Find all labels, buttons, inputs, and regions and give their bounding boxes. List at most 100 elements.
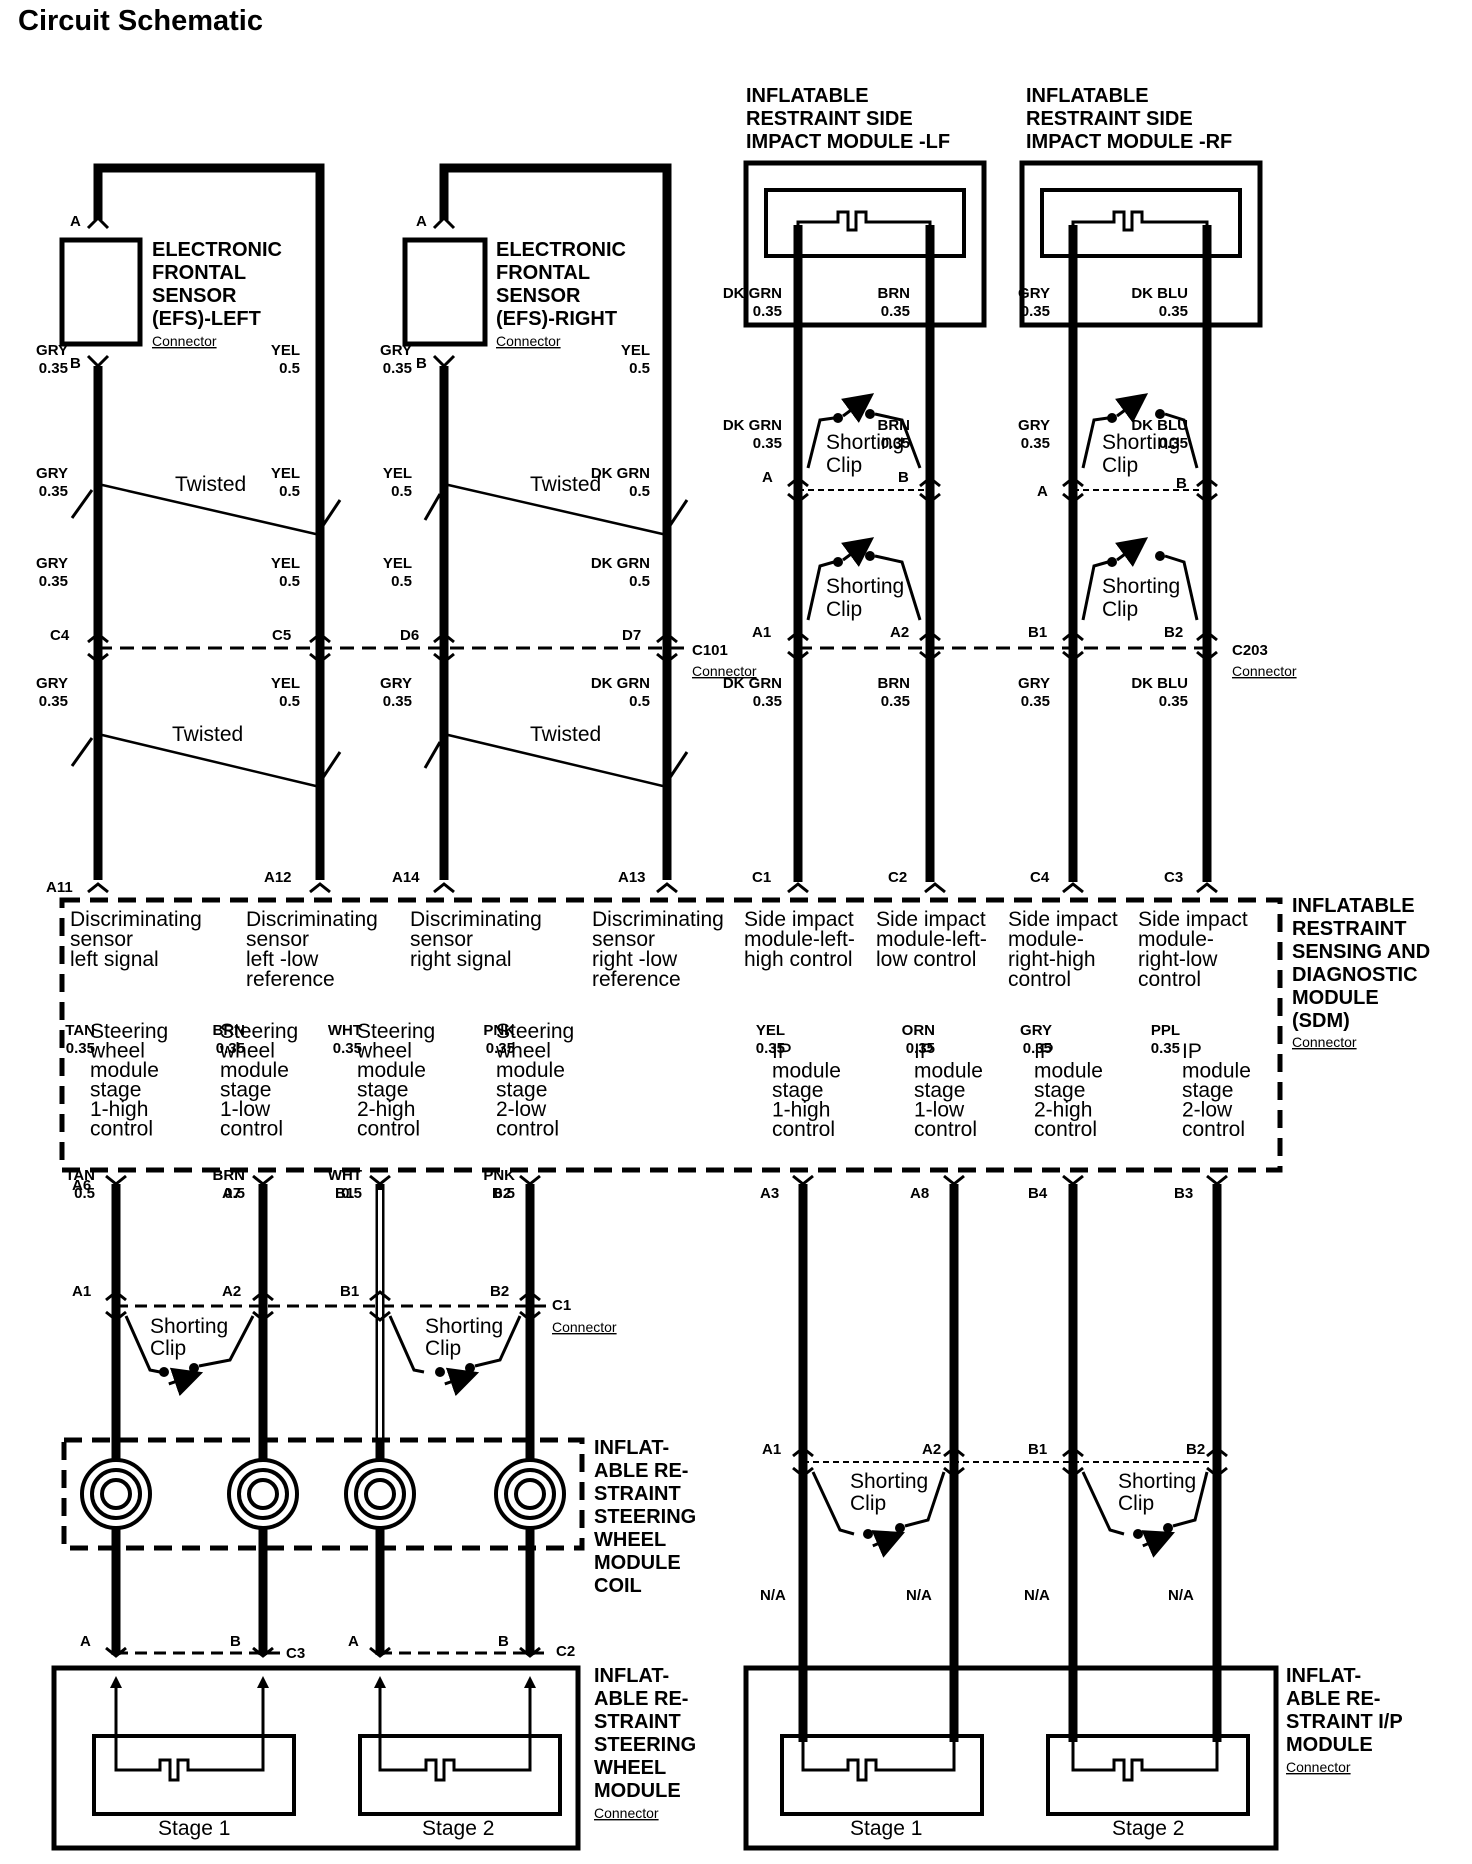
- wire-gauge-label: 0.35: [216, 1040, 245, 1057]
- shorting-clip: Shorting Clip: [1081, 537, 1199, 621]
- shorting-clip-label: Clip: [425, 1337, 461, 1360]
- stage2-label: Stage 2: [1112, 1817, 1184, 1840]
- connector-caption: Connector: [1232, 663, 1297, 679]
- wire-gauge-label: 0.35: [39, 483, 68, 500]
- wire-color-label: WHT: [328, 1167, 362, 1184]
- sdm-signal-label: control: [1182, 1118, 1245, 1141]
- wire-color-label: BRN: [213, 1022, 246, 1039]
- sdm-signal-label: stage: [90, 1079, 141, 1102]
- side-rf-label-1: INFLATABLE: [1026, 85, 1149, 107]
- sdm-signal-label: Side impact: [1008, 908, 1118, 931]
- stage1-box: [92, 1734, 296, 1816]
- wire-color-label: GRY: [36, 342, 68, 359]
- sdm-top-pin-marks: [87, 882, 1218, 894]
- sdm-signal-label: wheel: [356, 1040, 412, 1063]
- shorting-clip-label: Clip: [1102, 454, 1138, 477]
- wire-gauge-label: 0.5: [629, 693, 650, 710]
- pin-label: B4: [1028, 1185, 1048, 1202]
- pin-label: A: [1037, 483, 1048, 500]
- pin-label: B2: [1164, 624, 1183, 641]
- pin-label: B: [70, 355, 81, 372]
- stage2-box: [358, 1734, 562, 1816]
- wire-gauge-label: 0.35: [1021, 435, 1050, 452]
- sdm-module-box: [59, 897, 1283, 1173]
- sdm-signal-label: Side impact: [1138, 908, 1248, 931]
- stage1-label: Stage 1: [850, 1817, 922, 1840]
- wire-gauge-label: 0.5: [279, 693, 300, 710]
- sdm-signal-label: module: [772, 1060, 841, 1083]
- sdm-label-4: DIAGNOSTIC: [1292, 964, 1418, 986]
- steering-wheel-circuit: A1 A2 B1 B2 C1 Connector Shorting Clip S…: [51, 1184, 696, 1851]
- shorting-clip-label: Shorting: [1118, 1470, 1196, 1493]
- shorting-clip-label: Shorting: [1102, 575, 1180, 598]
- sw-coil-box: [61, 1437, 585, 1551]
- efs-left-label-4: (EFS)-LEFT: [152, 308, 261, 330]
- wire-color-label: DK GRN: [723, 285, 782, 302]
- sdm-signal-label: module-: [1138, 928, 1214, 951]
- sdm-label-3: SENSING AND: [1292, 941, 1430, 963]
- wire-color-label: YEL: [271, 555, 300, 572]
- na-label: N/A: [760, 1587, 786, 1604]
- wire-color-label: DK GRN: [723, 675, 782, 692]
- wire-gauge-label: 0.35: [486, 1040, 515, 1057]
- shorting-clip-label: Clip: [150, 1337, 186, 1360]
- pin-label: A6: [72, 1177, 91, 1194]
- sdm-signal-label: sensor: [70, 928, 133, 951]
- wire-gauge-label: 0.5: [494, 1185, 515, 1202]
- wire-gauge-label: 0.35: [1021, 303, 1050, 320]
- side-impact-lf-circuit: INFLATABLE RESTRAINT SIDE IMPACT MODULE …: [743, 85, 987, 882]
- wire-color-label: PNK: [483, 1167, 515, 1184]
- stage1-box: [780, 1734, 984, 1816]
- wire-gauge-label: 0.35: [881, 435, 910, 452]
- wire-gauge-label: 0.35: [881, 303, 910, 320]
- stage2-label: Stage 2: [422, 1817, 494, 1840]
- page-title: Circuit Schematic: [18, 5, 263, 37]
- sdm-signal-label: Steering: [496, 1020, 574, 1043]
- shorting-clip-label: Clip: [826, 598, 862, 621]
- efs-right-circuit: A B ELECTRONIC FRONTAL SENSOR (EFS)-RIGH…: [402, 163, 689, 880]
- pin-label: A14: [392, 869, 420, 886]
- sdm-signal-label: right-low: [1138, 948, 1218, 971]
- sdm-signal-label: 2-low: [1182, 1099, 1233, 1122]
- sdm-signal-label: module-left-: [744, 928, 855, 951]
- c2-label: C2: [556, 1643, 575, 1660]
- wire-color-label: BRN: [213, 1167, 246, 1184]
- wire-color-label: ORN: [902, 1022, 935, 1039]
- efs-left-label-1: ELECTRONIC: [152, 239, 282, 261]
- efs-right-label-4: (EFS)-RIGHT: [496, 308, 617, 330]
- shorting-clip-label: Clip: [1102, 598, 1138, 621]
- wire-gauge-label: 0.5: [74, 1185, 95, 1202]
- wire-color-label: DK GRN: [591, 555, 650, 572]
- shorting-clip: Shorting Clip: [388, 1315, 522, 1397]
- sdm-signal-label: sensor: [246, 928, 309, 951]
- c101-label: C101: [692, 642, 728, 659]
- side-lf-label-1: INFLATABLE: [746, 85, 869, 107]
- wire-gauge-label: 0.35: [333, 1040, 362, 1057]
- shorting-clip: Shorting Clip: [124, 1315, 255, 1397]
- sdm-label-5: MODULE: [1292, 987, 1379, 1009]
- sdm-signal-label: left signal: [70, 948, 159, 971]
- stage2-box: [1046, 1734, 1250, 1816]
- shorting-clip: Shorting Clip: [806, 393, 922, 477]
- ip-module-label-3: STRAINT I/P: [1286, 1711, 1403, 1733]
- wire-color-label: GRY: [36, 555, 68, 572]
- na-label: N/A: [1168, 1587, 1194, 1604]
- shorting-clip: Shorting Clip: [1081, 393, 1199, 477]
- sdm-signal-label: module: [1182, 1060, 1251, 1083]
- sdm-label-2: RESTRAINT: [1292, 918, 1406, 940]
- pin-label: B2: [490, 1283, 509, 1300]
- sdm-signal-label: Discriminating: [246, 908, 378, 931]
- sdm-signal-label: control: [1008, 968, 1071, 991]
- wire-color-label: GRY: [1020, 1022, 1052, 1039]
- sdm-signal-label: control: [357, 1118, 420, 1141]
- shorting-clip-label: Clip: [1118, 1492, 1154, 1515]
- wire-gauge-label: 0.35: [1159, 303, 1188, 320]
- pin-label: B: [416, 355, 427, 372]
- wire-gauge-label: 0.5: [279, 573, 300, 590]
- wire-color-label: YEL: [383, 555, 412, 572]
- wire-gauge-label: 0.5: [224, 1185, 245, 1202]
- pin-label: B1: [1028, 624, 1047, 641]
- wire-color-label: BRN: [878, 417, 911, 434]
- twisted-label: Twisted: [172, 723, 243, 746]
- pin-label: B1: [335, 1185, 354, 1202]
